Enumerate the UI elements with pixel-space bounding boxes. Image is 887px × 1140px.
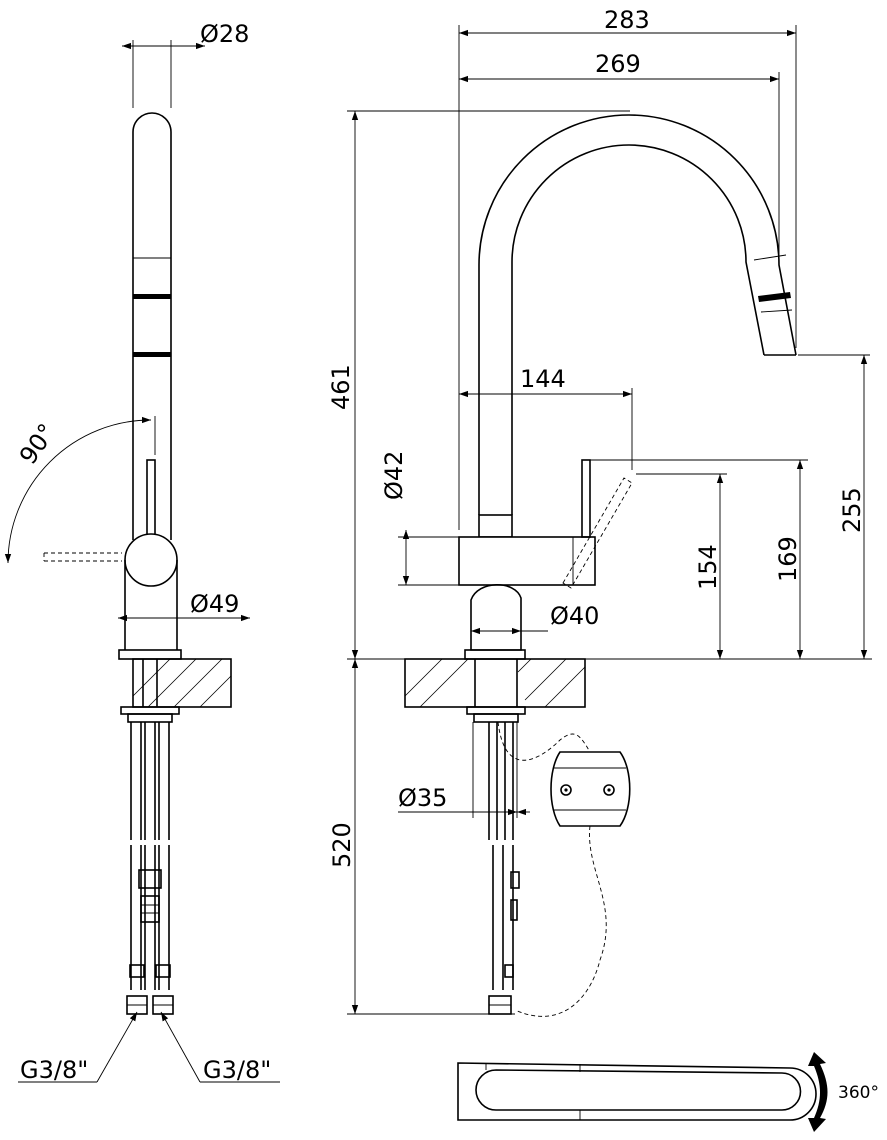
label-diameter-40: Ø40 [550, 602, 599, 630]
label-height-169: 169 [774, 536, 802, 582]
label-diameter-42: Ø42 [380, 451, 408, 500]
label-diameter-35: Ø35 [398, 784, 447, 812]
leader-g38-left [18, 1011, 138, 1083]
side-lever [146, 459, 156, 539]
side-body-circle [124, 533, 178, 587]
side-view [4, 40, 280, 1083]
label-height-255: 255 [838, 487, 866, 533]
dim-height-461 [347, 110, 630, 659]
label-length-520: 520 [328, 822, 356, 868]
leader-g38-right [160, 1011, 280, 1083]
dim-side-diameter-49 [118, 586, 250, 625]
front-countertop-section [404, 658, 586, 708]
label-rotation-360: 360° [838, 1083, 879, 1103]
front-view [347, 25, 872, 1017]
label-angle-90: 90° [14, 419, 61, 470]
front-lever [581, 459, 591, 538]
dim-height-154 [636, 473, 727, 659]
label-g38-left: G3/8" [20, 1056, 88, 1084]
front-supply-hoses [488, 722, 514, 840]
top-view [457, 1052, 828, 1132]
label-width-283: 283 [604, 6, 650, 34]
side-countertop-section [132, 658, 232, 708]
label-height-154: 154 [694, 544, 722, 590]
front-spout-outer [478, 114, 797, 515]
label-diameter-49: Ø49 [190, 590, 239, 618]
front-spout-inner [511, 144, 765, 515]
dim-length-520 [347, 659, 515, 1015]
dim-side-diameter-28 [122, 40, 205, 108]
front-body [458, 536, 596, 586]
rotation-arrow [808, 1052, 828, 1132]
dim-width-283 [458, 25, 797, 530]
labels: Ø28 90° Ø49 G3/8" G3/8" 283 269 461 144 … [14, 6, 879, 1103]
side-spout-tube [132, 112, 172, 540]
dim-width-269 [459, 72, 780, 265]
dim-diameter-42 [398, 530, 459, 586]
label-height-461: 461 [327, 364, 355, 410]
dim-side-angle-90 [4, 416, 152, 564]
label-diameter-28: Ø28 [200, 20, 249, 48]
dim-diameter-35 [398, 722, 530, 818]
label-width-269: 269 [595, 50, 641, 78]
label-reach-144: 144 [520, 365, 566, 393]
control-box [497, 721, 631, 1017]
side-supply-hoses [130, 722, 170, 840]
top-view-spout [457, 1062, 817, 1121]
dim-height-255 [798, 354, 870, 659]
dim-reach-144 [459, 388, 633, 470]
label-g38-right: G3/8" [203, 1056, 271, 1084]
dim-height-169 [590, 459, 808, 659]
